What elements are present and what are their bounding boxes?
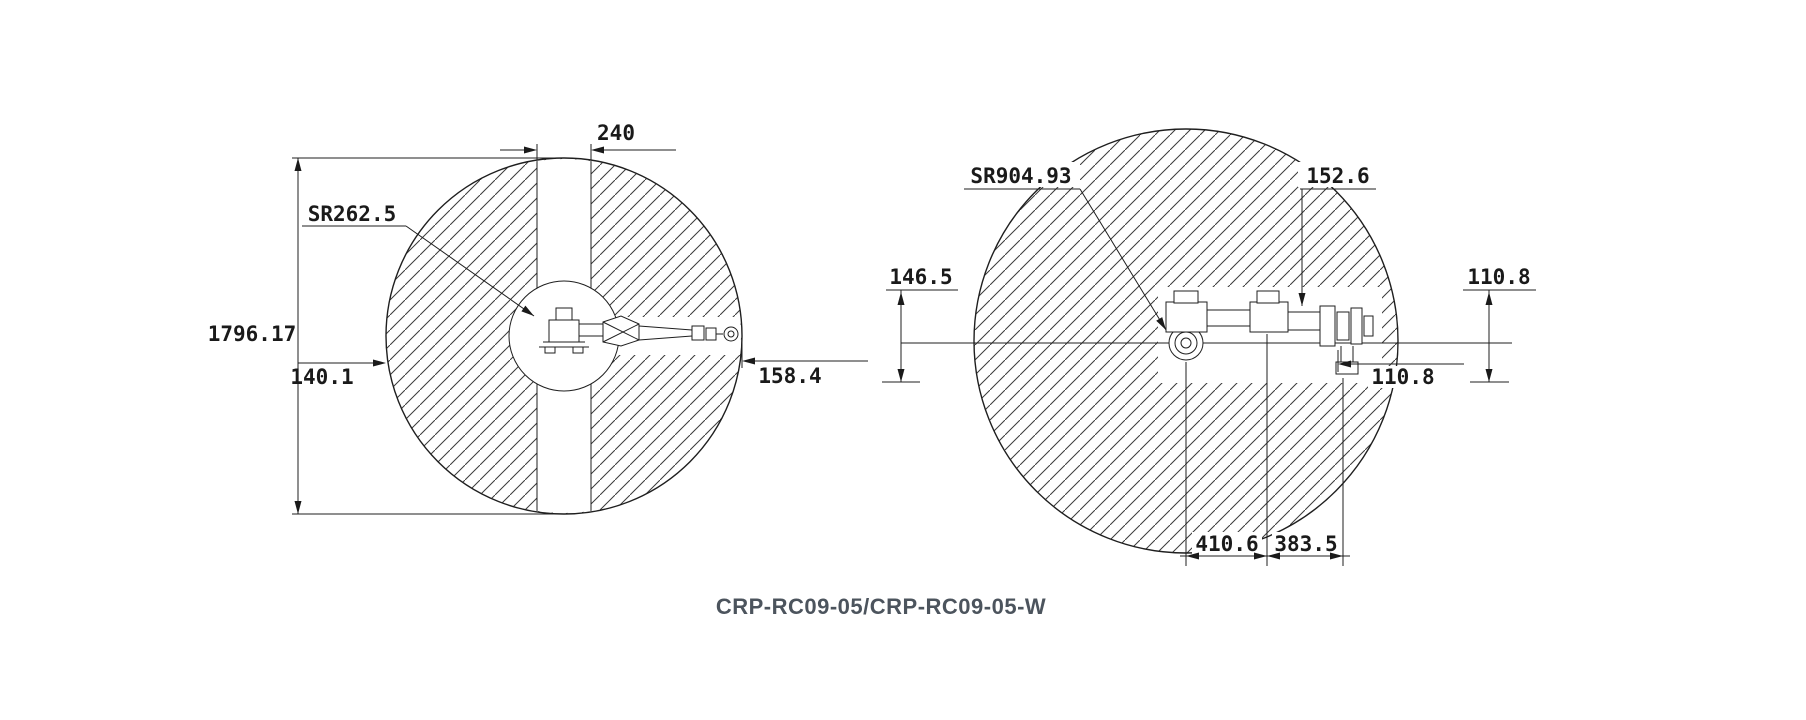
dim-label-reach-offset: 158.4: [758, 364, 821, 388]
model-caption: CRP-RC09-05/CRP-RC09-05-W: [715, 594, 1047, 619]
dim-label-bottom-right-span: 383.5: [1274, 532, 1337, 556]
dim-label-left-offset: 146.5: [889, 265, 952, 289]
robot-top-view-icon: [1165, 290, 1374, 375]
dim-label-band-width: 240: [597, 121, 635, 145]
right-dimension-lines: [882, 188, 1536, 566]
dim-label-right-lower-offset: 110.8: [1371, 365, 1434, 389]
dim-label-sphere-radius-right: SR904.93: [970, 164, 1071, 188]
dim-label-right-upper-offset: 110.8: [1467, 265, 1530, 289]
left-dimension-lines: [292, 144, 868, 515]
left-envelope-diagram: 240 SR262.5 1796.17 140.1 158.4: [208, 121, 868, 515]
dim-label-envelope-height: 1796.17: [208, 322, 297, 346]
dim-label-top-offset: 152.6: [1306, 164, 1369, 188]
dim-label-base-offset: 140.1: [290, 365, 353, 389]
robot-side-view-icon: [539, 307, 739, 354]
dim-label-bottom-left-span: 410.6: [1195, 532, 1258, 556]
right-envelope-diagram: SR904.93 152.6 146.5 110.8 110.8 410.6 3…: [882, 128, 1536, 566]
dim-label-sphere-radius-left: SR262.5: [308, 202, 397, 226]
